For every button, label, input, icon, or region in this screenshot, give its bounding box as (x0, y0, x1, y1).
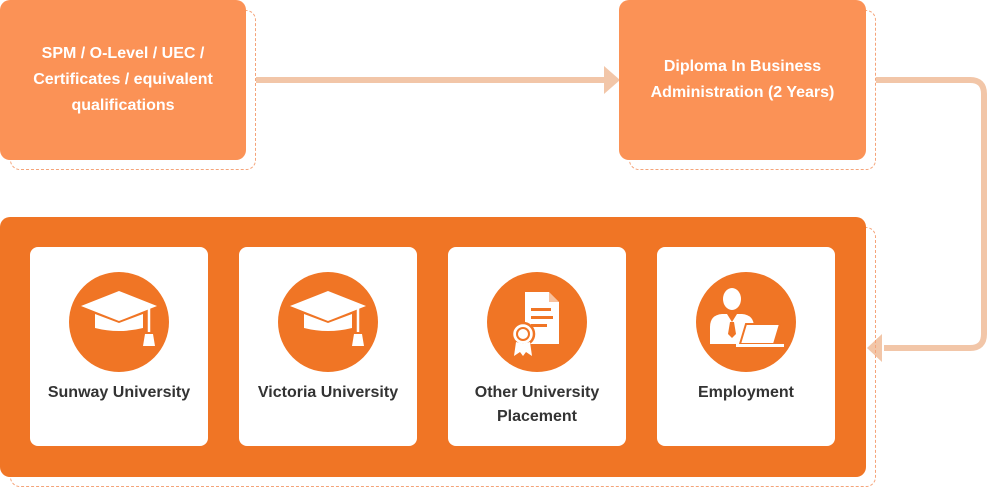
entry-qualifications-box: SPM / O-Level / UEC / Certificates / equ… (0, 0, 246, 160)
diploma-label: Diploma In Business Administration (2 Ye… (650, 58, 835, 101)
diploma-box: Diploma In Business Administration (2 Ye… (619, 0, 866, 160)
graduation-cap-icon (290, 291, 366, 346)
outcome-icon-circle (69, 272, 169, 372)
outcome-label: Victoria University (257, 384, 399, 401)
outcome-label: Other University Placement (474, 384, 600, 425)
outcome-icon-circle (278, 272, 378, 372)
outcome-card-other-university-placement: Other University Placement (448, 247, 626, 446)
graduation-cap-icon (81, 291, 157, 346)
diploma-to-outcomes-arrowhead (867, 334, 882, 362)
outcome-card-victoria-university: Victoria University (239, 247, 417, 446)
start-to-diploma-arrowhead (604, 66, 620, 94)
outcome-icon-circle (487, 272, 587, 372)
diploma-to-outcomes-line (876, 77, 987, 351)
outcome-icon-circle (696, 272, 796, 372)
outcome-label: Sunway University (47, 384, 191, 401)
professional-at-laptop-icon (710, 288, 784, 347)
outcome-label: Employment (697, 384, 794, 401)
certificate-document-icon (510, 292, 559, 356)
outcome-card-sunway-university: Sunway University (30, 247, 208, 446)
entry-qualifications-label: SPM / O-Level / UEC / Certificates / equ… (33, 45, 213, 114)
outcome-card-employment: Employment (657, 247, 835, 446)
